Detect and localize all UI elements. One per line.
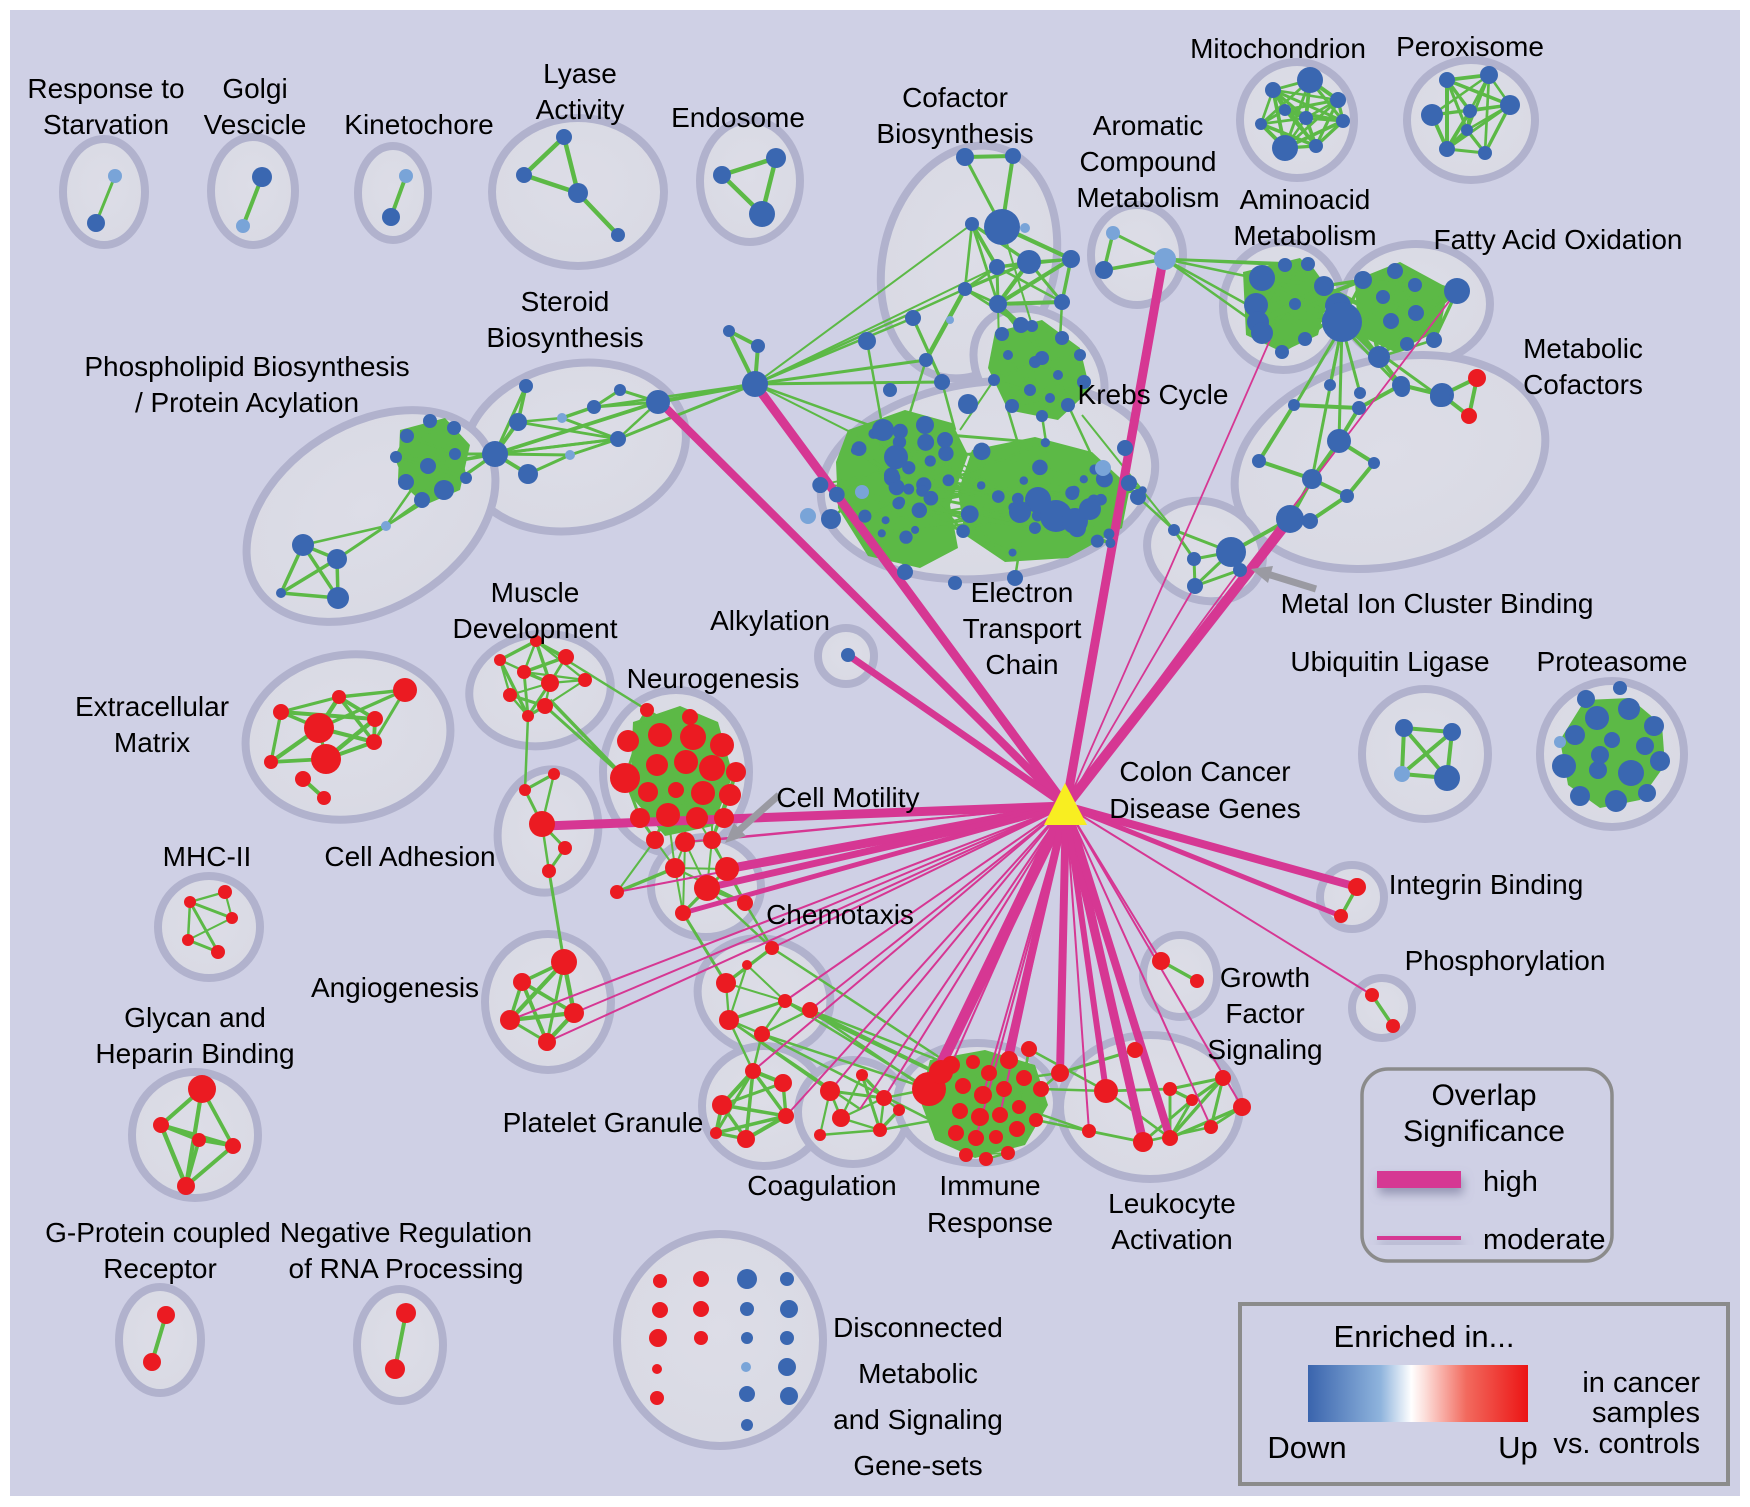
- svg-text:Activation: Activation: [1111, 1224, 1232, 1255]
- svg-text:Platelet Granule: Platelet Granule: [503, 1107, 704, 1138]
- svg-text:Compound: Compound: [1080, 146, 1217, 177]
- svg-text:Overlap: Overlap: [1431, 1079, 1536, 1112]
- svg-text:Down: Down: [1267, 1430, 1346, 1465]
- svg-text:Metal Ion Cluster Binding: Metal Ion Cluster Binding: [1281, 588, 1594, 619]
- svg-text:Metabolism: Metabolism: [1076, 182, 1219, 213]
- svg-text:Lyase: Lyase: [543, 58, 617, 89]
- svg-text:Kinetochore: Kinetochore: [344, 109, 493, 140]
- svg-text:Disease Genes: Disease Genes: [1109, 793, 1300, 824]
- svg-text:Activity: Activity: [536, 94, 625, 125]
- svg-text:Metabolism: Metabolism: [1233, 220, 1376, 251]
- svg-text:Cell Adhesion: Cell Adhesion: [324, 841, 495, 872]
- svg-text:Mitochondrion: Mitochondrion: [1190, 33, 1366, 64]
- svg-text:Disconnected: Disconnected: [833, 1312, 1003, 1343]
- svg-text:Factor: Factor: [1225, 998, 1304, 1029]
- svg-text:Signaling: Signaling: [1207, 1034, 1322, 1065]
- svg-text:Golgi: Golgi: [222, 73, 287, 104]
- svg-text:and Signaling: and Signaling: [833, 1404, 1003, 1435]
- svg-text:Aminoacid: Aminoacid: [1240, 184, 1371, 215]
- svg-text:Up: Up: [1498, 1430, 1538, 1465]
- svg-text:Response: Response: [927, 1207, 1053, 1238]
- svg-text:vs. controls: vs. controls: [1553, 1428, 1700, 1460]
- svg-text:Glycan and: Glycan and: [124, 1002, 266, 1033]
- svg-text:Heparin Binding: Heparin Binding: [95, 1038, 294, 1069]
- svg-text:Muscle: Muscle: [491, 577, 580, 608]
- svg-text:Steroid: Steroid: [521, 286, 610, 317]
- svg-text:Neurogenesis: Neurogenesis: [627, 663, 800, 694]
- svg-text:in cancer: in cancer: [1582, 1367, 1700, 1399]
- svg-text:G-Protein coupled: G-Protein coupled: [45, 1217, 271, 1248]
- svg-text:moderate: moderate: [1483, 1224, 1606, 1256]
- svg-text:Enriched in...: Enriched in...: [1334, 1319, 1515, 1354]
- svg-text:Starvation: Starvation: [43, 109, 169, 140]
- svg-text:Development: Development: [453, 613, 618, 644]
- svg-text:MHC-II: MHC-II: [163, 841, 252, 872]
- svg-text:Chain: Chain: [985, 649, 1058, 680]
- svg-text:Peroxisome: Peroxisome: [1396, 31, 1544, 62]
- svg-text:Metabolic: Metabolic: [1523, 333, 1643, 364]
- svg-text:Alkylation: Alkylation: [710, 605, 830, 636]
- svg-text:Significance: Significance: [1403, 1115, 1565, 1148]
- svg-text:Electron: Electron: [971, 577, 1074, 608]
- svg-text:Phospholipid Biosynthesis: Phospholipid Biosynthesis: [84, 351, 409, 382]
- svg-text:Growth: Growth: [1220, 962, 1310, 993]
- svg-text:Cell Motility: Cell Motility: [776, 782, 919, 813]
- svg-text:Angiogenesis: Angiogenesis: [311, 972, 479, 1003]
- svg-text:Cofactors: Cofactors: [1523, 369, 1643, 400]
- svg-text:Endosome: Endosome: [671, 102, 805, 133]
- svg-text:Biosynthesis: Biosynthesis: [486, 322, 643, 353]
- svg-text:Coagulation: Coagulation: [747, 1170, 896, 1201]
- svg-text:Cofactor: Cofactor: [902, 82, 1008, 113]
- svg-text:Proteasome: Proteasome: [1537, 646, 1688, 677]
- svg-text:Matrix: Matrix: [114, 727, 190, 758]
- svg-text:Transport: Transport: [963, 613, 1082, 644]
- svg-text:/ Protein Acylation: / Protein Acylation: [135, 387, 359, 418]
- svg-text:Phosphorylation: Phosphorylation: [1405, 945, 1606, 976]
- svg-text:Krebs Cycle: Krebs Cycle: [1078, 379, 1229, 410]
- svg-text:Ubiquitin Ligase: Ubiquitin Ligase: [1290, 646, 1489, 677]
- svg-text:Metabolic: Metabolic: [858, 1358, 978, 1389]
- svg-text:Leukocyte: Leukocyte: [1108, 1188, 1236, 1219]
- svg-text:samples: samples: [1592, 1397, 1700, 1429]
- svg-text:Biosynthesis: Biosynthesis: [876, 118, 1033, 149]
- svg-text:Immune: Immune: [939, 1170, 1040, 1201]
- svg-text:Receptor: Receptor: [103, 1253, 217, 1284]
- svg-text:Chemotaxis: Chemotaxis: [766, 899, 914, 930]
- svg-text:Colon Cancer: Colon Cancer: [1119, 756, 1290, 787]
- svg-text:Aromatic: Aromatic: [1093, 110, 1203, 141]
- svg-text:Fatty Acid Oxidation: Fatty Acid Oxidation: [1433, 224, 1682, 255]
- svg-text:Response to: Response to: [27, 73, 184, 104]
- svg-text:Extracellular: Extracellular: [75, 691, 229, 722]
- svg-text:high: high: [1483, 1166, 1538, 1198]
- svg-text:Vescicle: Vescicle: [204, 109, 307, 140]
- svg-text:Negative Regulation: Negative Regulation: [280, 1217, 532, 1248]
- svg-text:Gene-sets: Gene-sets: [853, 1450, 982, 1481]
- svg-text:of RNA Processing: of RNA Processing: [289, 1253, 524, 1284]
- svg-text:Integrin Binding: Integrin Binding: [1389, 869, 1584, 900]
